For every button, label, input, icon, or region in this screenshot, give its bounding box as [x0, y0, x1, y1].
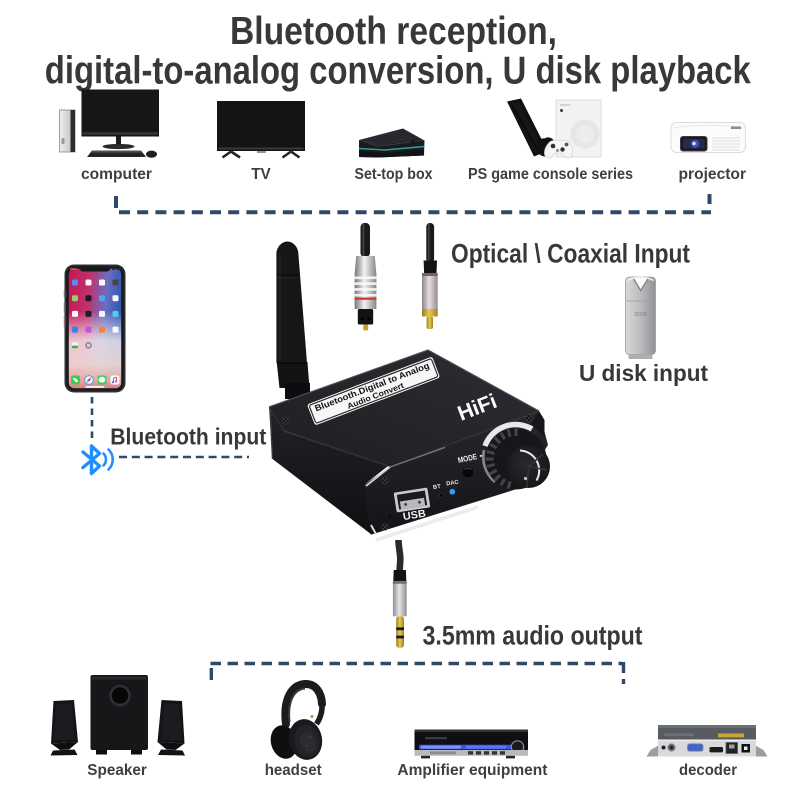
svg-text:Amplifier equipment: Amplifier equipment	[397, 762, 548, 779]
svg-text:32GB: 32GB	[634, 312, 647, 318]
svg-text:projector: projector	[679, 166, 747, 183]
svg-text:decoder: decoder	[679, 762, 737, 779]
svg-text:TV: TV	[251, 166, 271, 183]
svg-text:headset: headset	[265, 762, 323, 779]
svg-text:computer: computer	[81, 166, 152, 183]
svg-text:BT: BT	[433, 484, 442, 491]
svg-text:Bluetooth reception,: Bluetooth reception,	[230, 10, 557, 53]
svg-text:Optical \ Coaxial Input: Optical \ Coaxial Input	[451, 239, 690, 269]
svg-text:MODE: MODE	[457, 452, 478, 465]
svg-text:U disk input: U disk input	[579, 360, 708, 386]
svg-text:DAC: DAC	[446, 480, 460, 488]
svg-text:USB: USB	[402, 508, 427, 524]
svg-text:digital-to-analog conversion,: digital-to-analog conversion, U disk pla…	[45, 50, 751, 93]
svg-text:PS game console series: PS game console series	[468, 166, 633, 183]
svg-text:Speaker: Speaker	[87, 762, 147, 779]
svg-text:Set-top box: Set-top box	[355, 166, 433, 183]
svg-text:Bluetooth input: Bluetooth input	[110, 424, 266, 450]
svg-text:3.5mm audio output: 3.5mm audio output	[423, 621, 643, 651]
